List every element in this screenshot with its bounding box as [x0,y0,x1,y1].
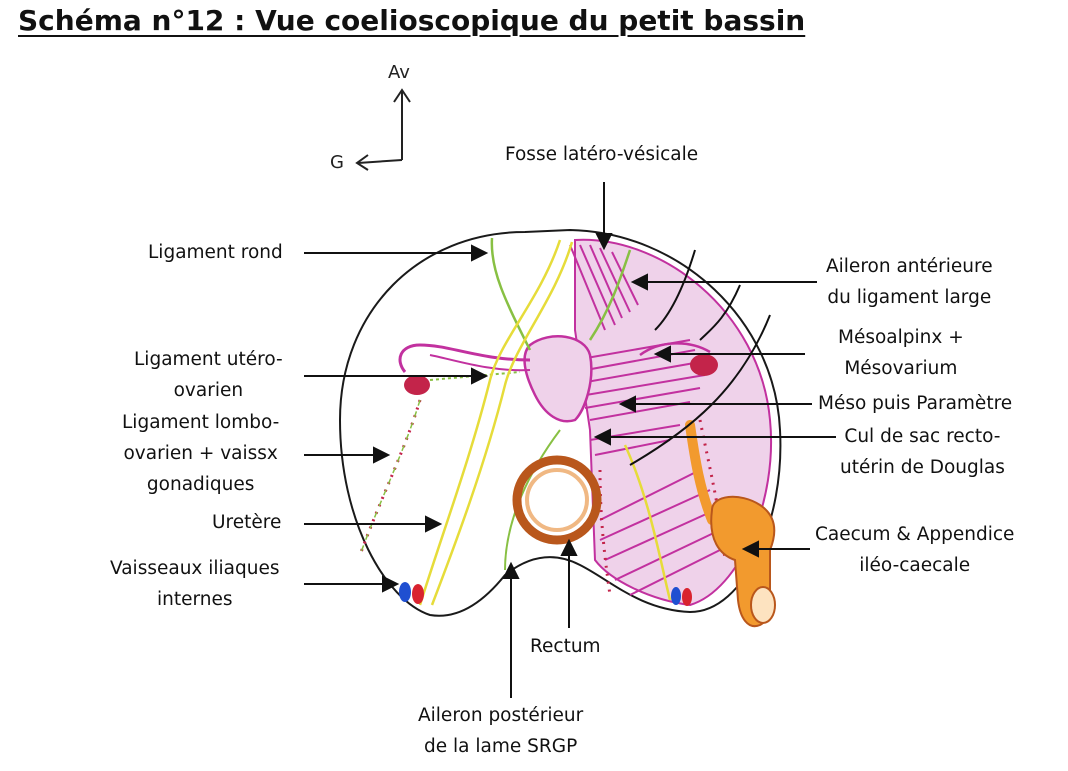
label-cul-de-sac: Cul de sac recto- utérin de Douglas [840,426,1005,478]
label-ligament-rond: Ligament rond [148,242,283,263]
label-fosse: Fosse latéro-vésicale [505,144,699,165]
rectum [512,455,602,545]
uterus [523,335,593,423]
label-aileron-anterieure: Aileron antérieure du ligament large [826,256,993,308]
left-ovary [404,375,430,395]
label-meso-parametre: Méso puis Paramètre [818,393,1013,414]
right-ovary [690,354,718,376]
label-aileron-posterieur: Aileron postérieur de la lame SRGP [418,705,584,757]
label-ligament-utero-ovarien: Ligament utéro- ovarien [134,349,283,401]
iliac-vessels-right [671,587,692,606]
label-rectum: Rectum [530,636,601,657]
round-ligament-right [588,249,632,341]
label-uretere: Uretère [212,512,282,533]
orientation-up-label: Av [388,62,410,83]
label-mesoalpinx: Mésoalpinx + Mésovarium [838,327,964,379]
ureter-left [418,239,562,606]
page-title: Schéma n°12 : Vue coelioscopique du peti… [18,4,806,37]
orientation-left-label: G [330,152,344,173]
iliac-vessels-left [399,582,424,604]
appendix [685,420,717,525]
gonadal-vessels-left [358,399,422,556]
label-arrows [304,182,836,698]
round-ligament-left [490,237,532,351]
label-ligament-lombo-ovarien: Ligament lombo- ovarien + vaissx gonadiq… [122,412,280,495]
label-vaisseaux-iliaques: Vaisseaux iliaques internes [110,558,280,610]
left-tube [398,343,531,373]
orientation-arrows [355,88,411,171]
label-caecum: Caecum & Appendice iléo-caecale [815,524,1015,576]
